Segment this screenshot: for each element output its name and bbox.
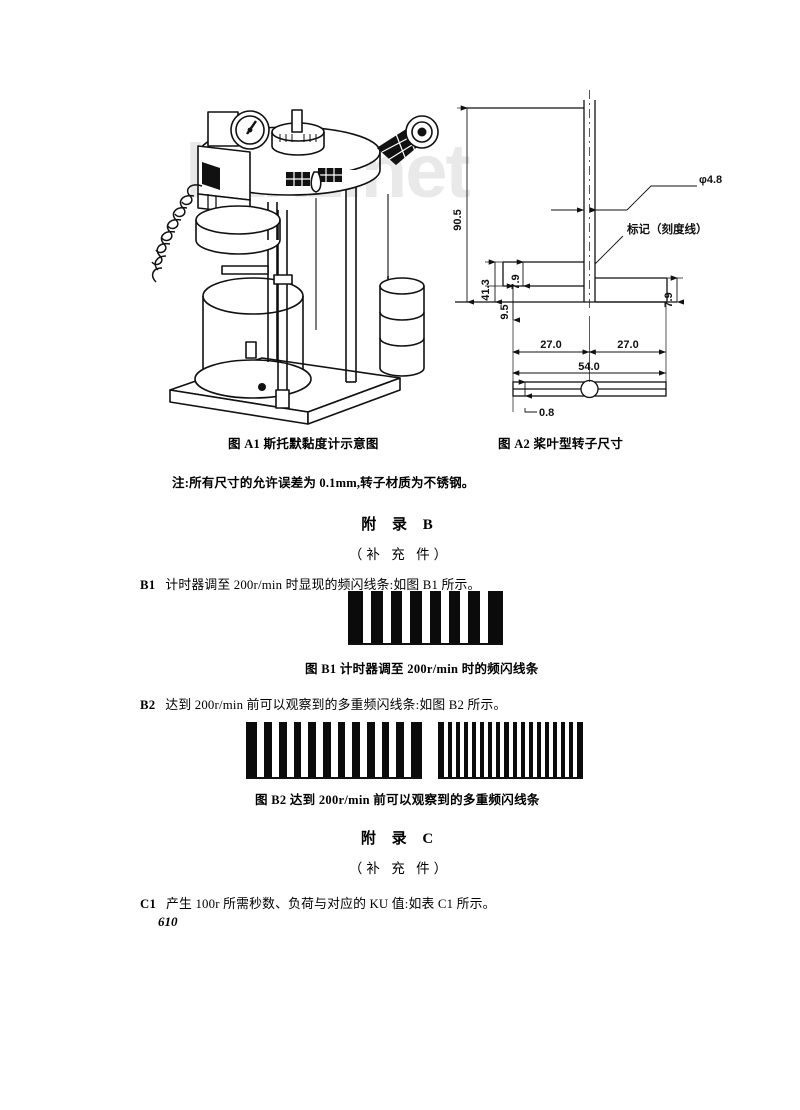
strobe-stripe — [421, 591, 430, 643]
strobe-stripe — [564, 722, 569, 777]
clause-c1-tag: C1 — [140, 897, 157, 911]
figure-a2-caption: 图 A2 桨叶型转子尺寸 — [498, 437, 624, 451]
strobe-stripe — [476, 722, 481, 777]
figure-a1-illustration — [150, 90, 440, 425]
strobe-stripe — [540, 722, 545, 777]
dim-phi-4-8: φ4.8 — [699, 174, 722, 186]
dim-9-5: 9.5 — [499, 304, 511, 319]
strobe-stripe — [548, 722, 553, 777]
dimension-tolerance-note: 注:所有尺寸的允许误差为 0.1mm,转子材质为不锈钢。 — [172, 476, 475, 490]
clause-c1: C1 产生 100r 所需秒数、负荷与对应的 KU 值:如表 C1 所示。 — [140, 893, 496, 912]
strobe-stripe — [516, 722, 521, 777]
dim-90-5: 90.5 — [452, 209, 464, 230]
clause-b2-text: 达到 200r/min 前可以观察到的多重频闪线条:如图 B2 所示。 — [165, 698, 507, 712]
dim-54-0: 54.0 — [578, 361, 599, 373]
strobe-stripe — [479, 591, 488, 643]
strobe-stripe — [403, 722, 411, 777]
appendix-c-title: 附 录 C — [360, 831, 440, 847]
strobe-stripe — [460, 591, 469, 643]
dim-41-3: 41.3 — [480, 279, 492, 300]
figure-b2-baseline-right — [438, 777, 583, 779]
clause-b2: B2 达到 200r/min 前可以观察到的多重频闪线条:如图 B2 所示。 — [140, 694, 507, 713]
strobe-stripe — [359, 722, 367, 777]
appendix-c-subtitle: （补 充 件） — [348, 861, 452, 876]
strobe-stripe — [440, 591, 449, 643]
figure-b2-strobe-pattern-left — [246, 722, 422, 777]
figure-b1-strobe-pattern — [348, 591, 503, 643]
figure-b1-baseline — [348, 643, 503, 645]
strobe-stripe — [508, 722, 513, 777]
strobe-stripe — [556, 722, 561, 777]
dim-7-9-left: 7.9 — [510, 274, 522, 289]
clause-b1-tag: B1 — [140, 578, 156, 592]
clause-b1-text: 计时器调至 200r/min 时显现的频闪线条:如图 B1 所示。 — [165, 578, 481, 592]
dim-7-9-right: 7.9 — [663, 292, 675, 307]
dim-27-0-right: 27.0 — [617, 339, 638, 351]
strobe-stripe — [524, 722, 529, 777]
strobe-stripe — [492, 722, 497, 777]
clause-b2-tag: B2 — [140, 698, 156, 712]
figure-b1-caption: 图 B1 计时器调至 200r/min 时的频闪线条 — [305, 662, 539, 676]
strobe-stripe — [363, 591, 372, 643]
figure-b2-baseline-left — [246, 777, 422, 779]
strobe-stripe — [330, 722, 338, 777]
annotation-mark-label: 标记（刻度线） — [626, 222, 708, 236]
appendix-b-title: 附 录 B — [361, 517, 439, 533]
strobe-stripe — [315, 722, 323, 777]
dim-0-8: 0.8 — [539, 407, 554, 419]
strobe-stripe — [382, 591, 391, 643]
strobe-stripe — [374, 722, 382, 777]
strobe-stripe — [572, 722, 577, 777]
figure-b2-caption: 图 B2 达到 200r/min 前可以观察到的多重频闪线条 — [255, 793, 540, 807]
figure-a1-caption: 图 A1 斯托默黏度计示意图 — [228, 437, 379, 451]
strobe-stripe — [345, 722, 353, 777]
strobe-stripe — [286, 722, 294, 777]
dim-27-0-left: 27.0 — [540, 339, 561, 351]
strobe-stripe — [452, 722, 457, 777]
strobe-stripe — [484, 722, 489, 777]
strobe-stripe — [389, 722, 397, 777]
clause-c1-text: 产生 100r 所需秒数、负荷与对应的 KU 值:如表 C1 所示。 — [166, 897, 496, 911]
figure-a2-drawing: 90.5 41.3 9.5 7.9 7.9 27.0 27.0 54.0 0.8… — [445, 90, 775, 425]
strobe-stripe — [301, 722, 309, 777]
clause-b1: B1 计时器调至 200r/min 时显现的频闪线条:如图 B1 所示。 — [140, 574, 481, 593]
strobe-stripe — [444, 722, 449, 777]
page-number: 610 — [158, 914, 178, 929]
strobe-stripe — [402, 591, 411, 643]
strobe-stripe — [271, 722, 279, 777]
figure-b2-strobe-pattern-right — [438, 722, 583, 777]
figures-row: 90.5 41.3 9.5 7.9 7.9 27.0 27.0 54.0 0.8… — [0, 90, 800, 430]
strobe-stripe — [460, 722, 465, 777]
strobe-stripe — [532, 722, 537, 777]
strobe-stripe — [468, 722, 473, 777]
appendix-b-subtitle: （补 充 件） — [348, 547, 452, 562]
strobe-stripe — [257, 722, 265, 777]
strobe-stripe — [500, 722, 505, 777]
